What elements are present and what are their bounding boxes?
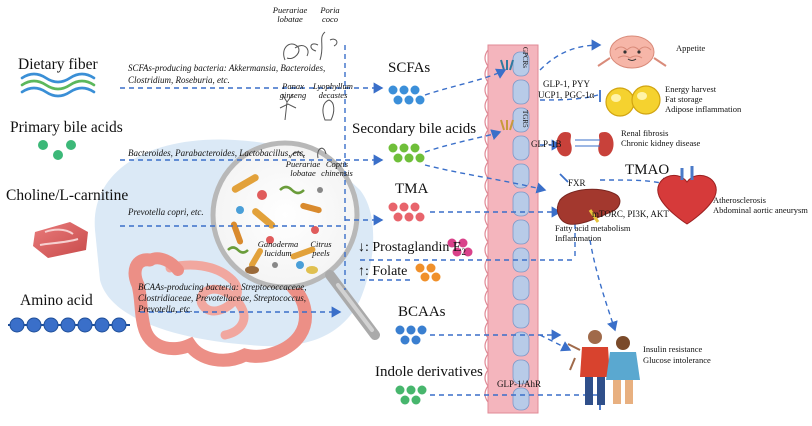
outcome-insulin-resistance: Insulin resistance (643, 344, 703, 354)
choline-carnitine-label: Choline/L-carnitine (6, 187, 129, 204)
tma-dots (388, 202, 425, 222)
metabolite-scfas: SCFAs (388, 60, 431, 76)
outcome-inflammation: Inflammation (555, 233, 602, 243)
brain-icon (597, 35, 667, 69)
metabolite-prostaglandin: ↓: Prostaglandin E2 (358, 240, 466, 257)
kidney-icon (556, 132, 614, 157)
outcome-aortic-aneurysm: Abdominal aortic aneurysm (713, 205, 808, 215)
metabolite-bcaas: BCAAs (398, 304, 446, 320)
indole-dots (395, 385, 427, 405)
signal-ucp1: UCP1, PGC-1α (538, 90, 595, 100)
bacteria-cluster (227, 174, 323, 274)
receptor-tgr5: TGR5 (521, 110, 529, 128)
signal-glp1b: GLP-1B (531, 139, 562, 149)
signal-glp1-pyy: GLP-1, PYY (543, 79, 591, 89)
metabolite-tmao: TMAO (625, 162, 670, 178)
herb-pueraria-top: Puerariae lobatae (272, 5, 308, 24)
bile-acid-dots (38, 140, 76, 160)
folate-dots (415, 263, 441, 282)
receptor-gpcrs: GPCRs (521, 47, 529, 69)
herb-ganoderma: Ganoderma lucidum (257, 239, 299, 258)
metabolite-folate: ↑: Folate (358, 264, 408, 279)
herb-poria: Poria coco (320, 5, 340, 24)
herb-citrus: Citrus peels (310, 239, 332, 258)
dietary-fiber-label: Dietary fiber (18, 56, 98, 73)
intestine-illustration (128, 252, 312, 367)
bcaa-bacteria-label: BCAAs-producing bacteria: Streptococcace… (138, 282, 307, 314)
flow-arrows (120, 39, 672, 396)
outcome-fatty-acid-metabolism: Fatty acid metabolism (555, 223, 631, 233)
signal-fxr: FXR (568, 178, 586, 188)
outcome-fat-storage: Fat storage (665, 94, 703, 104)
fiber-waves-icon (20, 72, 96, 98)
sba-dots (388, 143, 425, 163)
primary-bile-acids-label: Primary bile acids (10, 119, 123, 136)
outcome-renal-fibrosis: Renal fibrosis (621, 128, 669, 138)
outcome-chronic-kidney-disease: Chronic kidney disease (621, 138, 701, 148)
herb-lyophyllum: Lyophyllum decastes (313, 81, 353, 100)
outcome-appetite: Appetite (676, 43, 706, 53)
signal-glp1-ahr: GLP-1/AhR (497, 379, 542, 389)
fat-cells-icon (605, 85, 661, 117)
herb-panax: Panax ginseng (279, 81, 307, 100)
metabolite-secondary-bile-acids: Secondary bile acids (352, 121, 477, 137)
amino-acid-chain (8, 317, 130, 333)
outcome-atherosclerosis: Atherosclerosis (713, 195, 766, 205)
bile-acid-bacteria-label: Bacteroides, Parabacteroides, Lactobacil… (128, 148, 306, 158)
herb-sketches (279, 31, 338, 159)
tma-bacteria-label: Prevotella copri, etc. (128, 207, 204, 217)
metabolite-tma: TMA (395, 181, 429, 197)
metabolite-indole: Indole derivatives (375, 364, 483, 380)
herb-pueraria-lens: Puerariae lobatae (285, 159, 321, 178)
heart-icon (657, 166, 717, 225)
herb-coptis: Coptis chinensis (321, 159, 353, 178)
signal-mtorc: mTORC, PI3K, AKT (592, 209, 669, 219)
amino-acid-label: Amino acid (20, 292, 93, 309)
outcome-energy-harvest: Energy harvest (665, 84, 717, 94)
meat-icon (33, 222, 88, 258)
bcaa-dots (395, 325, 427, 345)
receptor-glyphs (500, 59, 514, 131)
prostaglandin-dots (447, 238, 473, 257)
scfa-bacteria-label: SCFAs-producing bacteria: Akkermansia, B… (128, 63, 326, 86)
patients-illustration (567, 330, 640, 405)
liver-icon (556, 188, 621, 225)
scfa-dots (388, 85, 425, 105)
outcome-glucose-intolerance: Glucose intolerance (643, 355, 711, 365)
intestinal-wall (484, 44, 539, 414)
outcome-adipose-inflammation: Adipose inflammation (665, 104, 742, 114)
